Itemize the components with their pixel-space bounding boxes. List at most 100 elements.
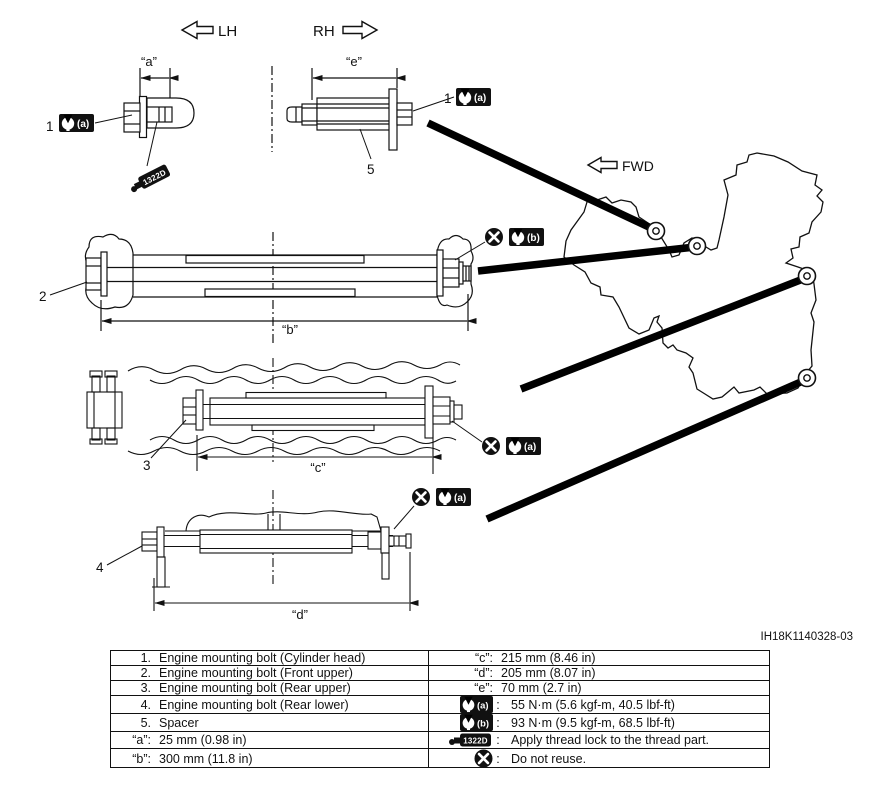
spec-label: “c”:: [474, 651, 493, 665]
dim-label: “a”:: [132, 733, 151, 747]
wrench-badge-a-rear-lower: (a): [436, 488, 471, 506]
torque-a-badge: (a): [429, 696, 493, 713]
do-not-reuse-icon: [410, 486, 432, 508]
colon: :: [496, 715, 500, 730]
wrench-badge-letter: (b): [527, 233, 540, 244]
do-not-reuse-icon: [483, 226, 505, 248]
part-name: Engine mounting bolt (Rear upper): [159, 681, 351, 695]
spec-cell: (b) : 93 N·m (9.5 kgf-m, 68.5 lbf-ft): [429, 714, 769, 731]
wrench-badge-letter: (a): [474, 93, 486, 104]
dim-label: “b”:: [132, 751, 151, 766]
spec-label: “e”:: [474, 681, 493, 695]
callout-4: 4: [96, 560, 104, 575]
wrench-badge-letter: (a): [524, 442, 536, 453]
figure-id: IH18K1140328-03: [761, 631, 854, 643]
do-not-reuse-icon: [480, 435, 502, 457]
part-name: Engine mounting bolt (Cylinder head): [159, 651, 366, 665]
thread-lock-icon: 1322D: [127, 163, 171, 195]
table-row: 4. Engine mounting bolt (Rear lower) (a)…: [111, 695, 769, 713]
lh-label: LH: [218, 23, 237, 40]
spec-cell: “c”: 215 mm (8.46 in): [429, 651, 769, 665]
spec-value: 205 mm (8.07 in): [501, 666, 596, 680]
mount-point-marker: [797, 368, 817, 388]
mount-point-markers: [646, 221, 817, 388]
wrench-badge-a-rh: (a): [456, 88, 491, 106]
part-name: Engine mounting bolt (Front upper): [159, 666, 353, 680]
dim-value: 300 mm (11.8 in): [159, 751, 253, 766]
spec-value: Apply thread lock to the thread part.: [511, 733, 710, 747]
dimension-b-label: “b”: [282, 322, 298, 337]
bolt-cylinder-head-lh-drawing: [94, 68, 195, 167]
spec-cell: “e”: 70 mm (2.7 in): [429, 681, 769, 695]
callout-1-rh: 1: [444, 91, 452, 106]
rh-label: RH: [313, 23, 335, 40]
spec-value: Do not reuse.: [511, 751, 587, 766]
part-cell: 5. Spacer: [111, 714, 429, 731]
part-cell: 2. Engine mounting bolt (Front upper): [111, 666, 429, 680]
wrench-badge-b: (b): [509, 228, 544, 246]
thread-lock-badge: 1322D: [429, 732, 493, 748]
table-row: 2. Engine mounting bolt (Front upper) “d…: [111, 665, 769, 680]
table-row: “a”: 25 mm (0.98 in) 1322D : Apply threa…: [111, 731, 769, 748]
wrench-icon: (a): [460, 696, 493, 713]
mount-point-marker: [687, 236, 707, 256]
rh-arrow-icon: [342, 20, 379, 40]
callout-2: 2: [39, 289, 47, 304]
dimension-a-label: “a”: [141, 54, 157, 69]
leader-line-bolt3: [519, 275, 805, 393]
part-cell: “a”: 25 mm (0.98 in): [111, 732, 429, 748]
spec-label: “d”:: [474, 666, 493, 680]
wrench-badge-a-lh: (a): [59, 114, 94, 132]
spec-cell: (a) : 55 N·m (5.6 kgf-m, 40.5 lbf-ft): [429, 696, 769, 713]
colon: :: [496, 697, 500, 712]
part-number: 4.: [140, 697, 151, 712]
spec-value: 93 N·m (9.5 kgf-m, 68.5 lbf-ft): [511, 715, 675, 730]
dimension-d-label: “d”: [292, 607, 308, 622]
mount-point-marker: [797, 266, 817, 286]
bolt-cylinder-head-rh-drawing: [271, 66, 455, 160]
spec-cell: “d”: 205 mm (8.07 in): [429, 666, 769, 680]
table-row: 3. Engine mounting bolt (Rear upper) “e”…: [111, 680, 769, 695]
table-row: 5. Spacer (b) : 93 N·m (9.5 kgf-m, 68.5 …: [111, 713, 769, 731]
torque-b-badge: (b): [429, 714, 493, 731]
dim-value: 25 mm (0.98 in): [159, 733, 247, 747]
fwd-arrow-icon: [586, 156, 618, 174]
part-number: 5.: [140, 715, 151, 730]
front-upper-bolt-drawing: [49, 232, 486, 346]
spec-value: 55 N·m (5.6 kgf-m, 40.5 lbf-ft): [511, 697, 675, 712]
spec-value: 70 mm (2.7 in): [501, 681, 582, 695]
mount-point-marker: [646, 221, 666, 241]
dimension-e-label: “e”: [346, 54, 362, 69]
spec-cell: 1322D : Apply thread lock to the thread …: [429, 732, 769, 748]
part-cell: “b”: 300 mm (11.8 in): [111, 749, 429, 768]
engine-outline: [563, 152, 824, 400]
callout-3: 3: [143, 458, 151, 473]
svg-text:(b): (b): [477, 717, 489, 728]
thread-lock-icon: 1322D: [449, 733, 491, 747]
callout-1-lh: 1: [46, 119, 54, 134]
rear-upper-bolt-drawing: [86, 358, 483, 474]
part-name: Engine mounting bolt (Rear lower): [159, 697, 349, 712]
part-number: 1.: [140, 651, 151, 665]
svg-text:1322D: 1322D: [463, 737, 488, 746]
part-cell: 3. Engine mounting bolt (Rear upper): [111, 681, 429, 695]
do-not-reuse-badge: [429, 749, 493, 768]
part-number: 2.: [140, 666, 151, 680]
spec-value: 215 mm (8.46 in): [501, 651, 596, 665]
spec-table: 1. Engine mounting bolt (Cylinder head) …: [110, 650, 770, 768]
colon: :: [496, 733, 500, 747]
dimension-c-label: “c”: [310, 460, 325, 475]
wrench-badge-a-rear-upper: (a): [506, 437, 541, 455]
orientation-arrows: LH RH FWD: [180, 20, 654, 174]
wrench-badge-letter: (a): [454, 493, 466, 504]
rear-lower-bolt-drawing: [106, 490, 419, 611]
leader-line-bolt2: [477, 243, 696, 275]
fwd-label: FWD: [622, 158, 654, 174]
svg-text:(a): (a): [477, 699, 489, 710]
part-cell: 4. Engine mounting bolt (Rear lower): [111, 696, 429, 713]
callout-5: 5: [367, 162, 375, 177]
lh-arrow-icon: [180, 20, 214, 40]
part-name: Spacer: [159, 715, 199, 730]
part-number: 3.: [140, 681, 151, 695]
